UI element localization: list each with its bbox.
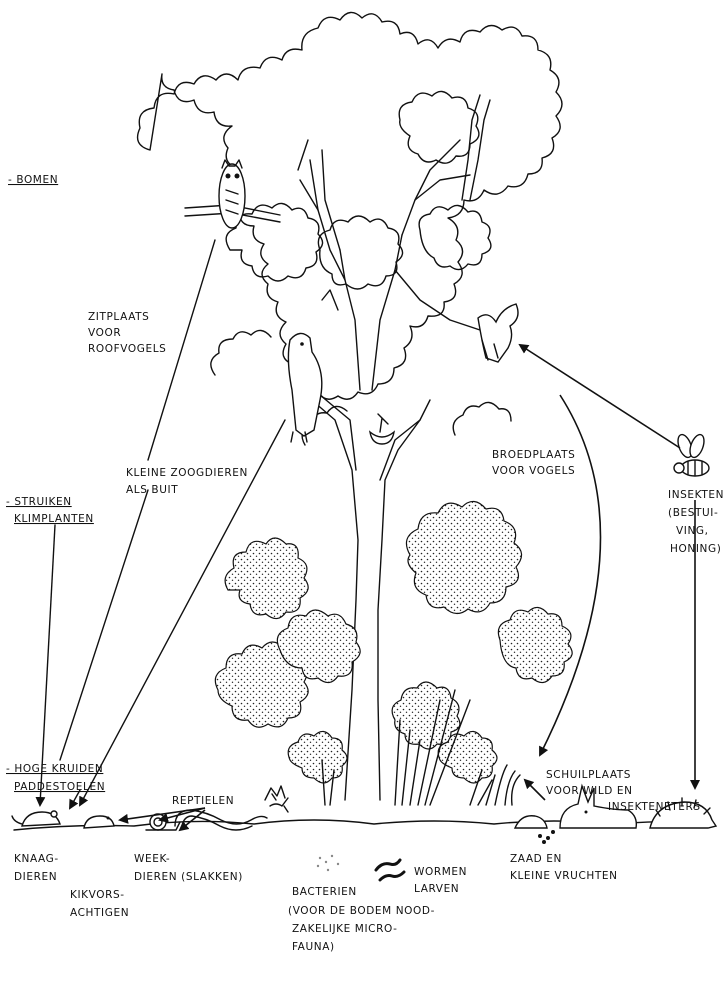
arrows xyxy=(40,240,695,830)
label-bacterien-4: FAUNA) xyxy=(292,941,335,953)
bacteria-icon xyxy=(317,855,339,871)
label-insekten-3: VING, xyxy=(676,525,709,537)
label-insekten: INSEKTEN (BESTUI- VING, HONING) xyxy=(668,489,724,555)
squirrel-icon xyxy=(478,304,518,362)
label-weekdieren-2: DIEREN (SLAKKEN) xyxy=(134,871,243,883)
label-insekten-4: HONING) xyxy=(670,543,721,555)
label-zitplaats-3: ROOFVOGELS xyxy=(88,343,166,355)
label-kleine-zoogdieren-2: ALS BUIT xyxy=(126,484,178,496)
label-kleine-zoogdieren: KLEINE ZOOGDIEREN ALS BUIT xyxy=(126,467,248,496)
label-weekdieren-1: WEEK- xyxy=(134,853,170,865)
label-knaagdieren: KNAAG- DIEREN xyxy=(14,853,59,883)
label-bacterien: BACTERIEN (VOOR DE BODEM NOOD- ZAKELIJKE… xyxy=(288,886,435,953)
frog-icon xyxy=(84,816,114,828)
label-zitplaats: ZITPLAATS VOOR ROOFVOGELS xyxy=(88,311,166,355)
label-zitplaats-2: VOOR xyxy=(88,327,121,339)
label-zaad: ZAAD EN KLEINE VRUCHTEN xyxy=(510,853,618,882)
label-schuilplaats-3: INSEKTENETERS xyxy=(608,801,701,813)
bee-icon xyxy=(674,433,709,476)
bird-of-prey-icon xyxy=(288,333,321,442)
seeds-icon xyxy=(538,830,555,844)
label-kikvorsachtigen-2: ACHTIGEN xyxy=(70,907,129,919)
label-zitplaats-1: ZITPLAATS xyxy=(88,311,149,323)
label-kleine-zoogdieren-1: KLEINE ZOOGDIEREN xyxy=(126,467,248,479)
label-knaagdieren-2: DIEREN xyxy=(14,871,57,883)
label-hoge-kruiden-1: - HOGE KRUIDEN xyxy=(6,763,103,775)
label-weekdieren: WEEK- DIEREN (SLAKKEN) xyxy=(134,853,243,883)
tree-canopy xyxy=(138,12,562,445)
shrubs xyxy=(215,501,572,783)
label-schuilplaats-1: SCHUILPLAATS xyxy=(546,769,631,781)
label-struiken: - STRUIKEN KLIMPLANTEN xyxy=(6,496,94,525)
label-struiken-2: KLIMPLANTEN xyxy=(14,513,94,525)
label-hoge-kruiden: - HOGE KRUIDEN PADDESTOELEN xyxy=(6,763,105,793)
label-bacterien-2: (VOOR DE BODEM NOOD- xyxy=(288,905,435,917)
label-struiken-1: - STRUIKEN xyxy=(6,496,72,508)
label-insekten-1: INSEKTEN xyxy=(668,489,724,501)
worm-icon xyxy=(376,860,404,880)
owl-icon xyxy=(219,160,245,228)
label-broedplaats: BROEDPLAATS VOOR VOGELS xyxy=(492,449,575,477)
label-broedplaats-2: VOOR VOGELS xyxy=(492,465,575,477)
label-hoge-kruiden-2: PADDESTOELEN xyxy=(14,781,105,793)
hedgehog-icon xyxy=(515,816,547,828)
label-reptielen: REPTIELEN xyxy=(172,795,234,807)
label-kikvorsachtigen: KIKVORS- ACHTIGEN xyxy=(70,889,129,919)
label-broedplaats-1: BROEDPLAATS xyxy=(492,449,575,461)
label-wormen-2: LARVEN xyxy=(414,883,459,895)
label-schuilplaats: SCHUILPLAATS VOOR WILD EN INSEKTENETERS xyxy=(546,769,701,813)
label-wormen: WORMEN LARVEN xyxy=(414,866,467,895)
label-wormen-1: WORMEN xyxy=(414,866,467,878)
label-schuilplaats-2: VOOR WILD EN xyxy=(546,785,633,797)
label-zaad-1: ZAAD EN xyxy=(510,853,562,865)
label-insekten-2: (BESTUI- xyxy=(668,507,718,519)
label-bacterien-3: ZAKELIJKE MICRO- xyxy=(292,923,398,935)
label-zaad-2: KLEINE VRUCHTEN xyxy=(510,870,618,882)
nest-icon xyxy=(370,414,394,444)
mouse-icon xyxy=(12,811,60,826)
label-bomen: - BOMEN xyxy=(8,174,58,186)
label-bacterien-1: BACTERIEN xyxy=(292,886,357,898)
label-kikvorsachtigen-1: KIKVORS- xyxy=(70,889,125,901)
label-knaagdieren-1: KNAAG- xyxy=(14,853,59,865)
